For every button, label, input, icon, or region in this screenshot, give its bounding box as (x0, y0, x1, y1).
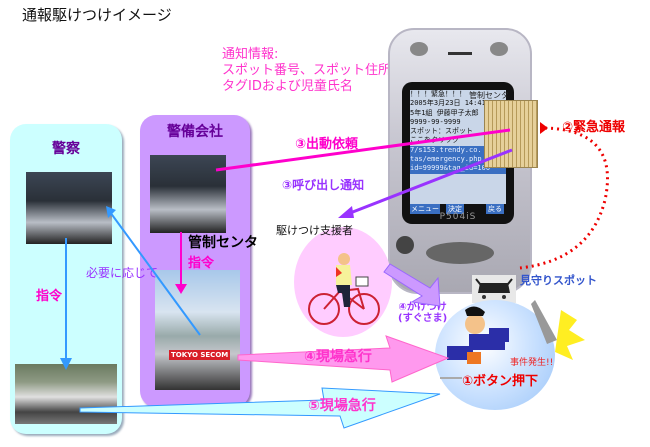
incident-label: 事件発生!! (510, 358, 554, 368)
screen-line: 5年1組 伊藤甲子太郎 (410, 108, 479, 117)
cyclist-icon (308, 253, 380, 325)
security-company-label: 警備会社 (167, 124, 223, 140)
security-control-room-photo (150, 155, 226, 233)
emergency-report-arrowhead (540, 122, 548, 134)
rush-now-label: ④かけつけ (すぐさま) (398, 302, 447, 324)
security-guard-photo: TOKYO SECOM (155, 270, 240, 390)
watch-spot-label: 見守りスポット (520, 274, 597, 287)
call-notice-arrowhead (338, 206, 354, 218)
incident-scene-icon (447, 300, 585, 364)
rush-site-security-label: ④現場急行 (304, 349, 372, 365)
call-notice-label: ③呼び出し通知 (282, 178, 365, 192)
phone-right-button (490, 42, 508, 56)
control-center-name: 管制センタ (188, 235, 258, 251)
notification-spot-info: スポット番号、スポット住所 (222, 63, 392, 78)
phone-speaker (448, 52, 472, 55)
as-needed-label: 必要に応じて (86, 266, 159, 280)
screen-line: 2005年3月23日 14:41 (410, 99, 486, 108)
rush-now-line2: (すぐさま) (398, 313, 448, 324)
police-label: 警察 (52, 141, 80, 157)
diagram-title: 通報駆けつけイメージ (22, 6, 172, 24)
helper-label: 駆けつけ支援者 (276, 224, 353, 237)
button-press-label: ①ボタン押下 (462, 374, 539, 389)
screen-line: ！！！緊急！！！ (410, 90, 466, 98)
police-command-label: 指令 (36, 289, 63, 304)
incident-circle (435, 300, 585, 410)
phone-model: P504iS (439, 212, 477, 222)
police-car-photo (15, 364, 117, 424)
phone-camera (396, 236, 414, 254)
notification-tag-info: タグIDおよび児童氏名 (222, 79, 353, 94)
watch-spot-device (472, 275, 516, 303)
control-center-label: 管制センタ 指令 (188, 232, 258, 271)
watch-spot-device-icon (475, 278, 513, 299)
car-logo: TOKYO SECOM (169, 350, 231, 360)
control-center-command: 指令 (188, 256, 215, 271)
rush-site-police-arrow (79, 387, 441, 429)
phone-navigation-key (426, 242, 494, 264)
emergency-report-label: ②緊急通報 (562, 120, 626, 135)
building-label: 管制センタ (469, 91, 509, 100)
police-control-room-photo (26, 172, 112, 244)
rush-site-police-label: ⑤現場急行 (308, 398, 376, 414)
helper-circle (294, 227, 392, 337)
dispatch-request-label: ③出動依頼 (295, 137, 359, 152)
rush-now-line1: ④かけつけ (398, 302, 447, 313)
notification-heading: 通知情報: (222, 47, 279, 62)
screen-line: 9999-99-9999 (410, 117, 461, 126)
building-icon (484, 100, 538, 168)
phone-left-button (410, 42, 428, 56)
notification-info: 通知情報: スポット番号、スポット住所 タグIDおよび児童氏名 (222, 47, 391, 95)
